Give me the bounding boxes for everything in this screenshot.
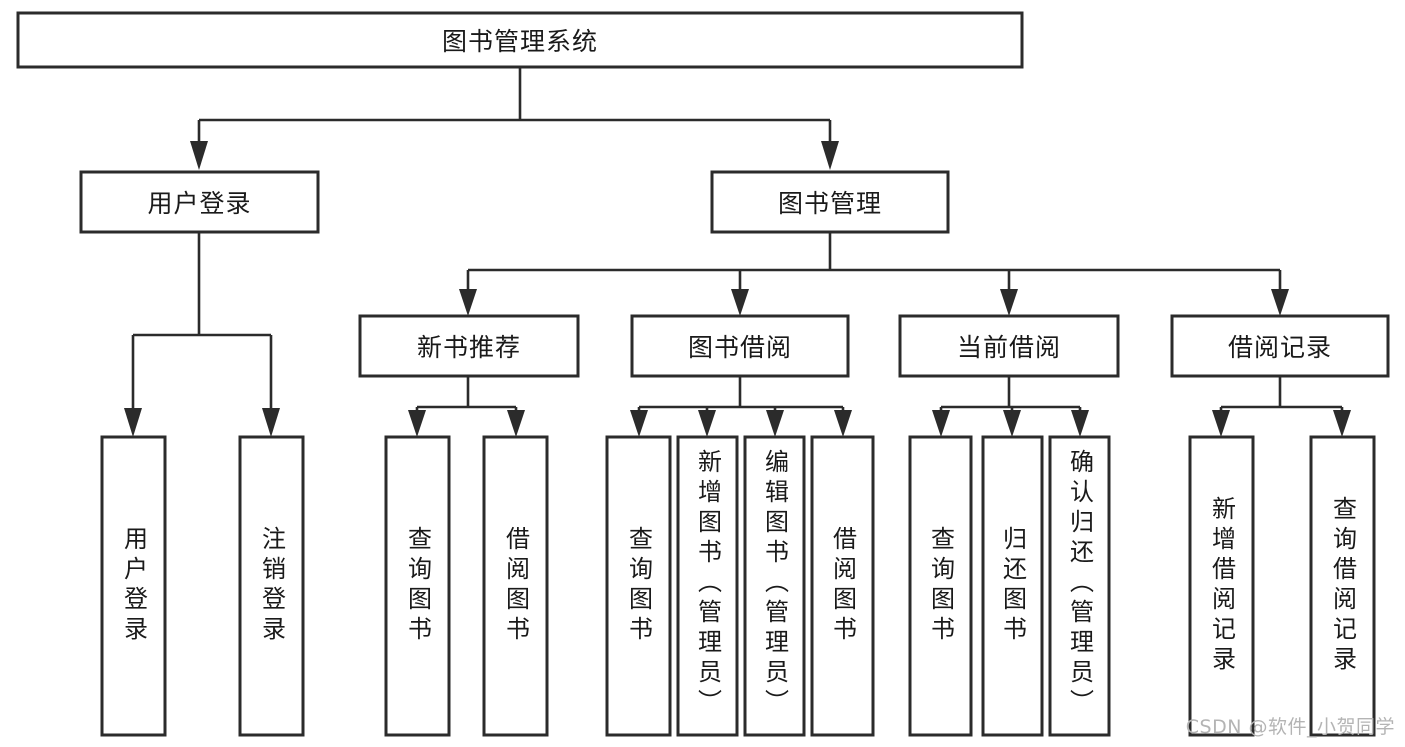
node-box-leaf-7[interactable]: [810, 435, 875, 737]
arrow-head-icon-re-search: [1333, 410, 1351, 437]
arrow-head-icon-bo-borrow: [834, 410, 852, 437]
arrow-head-icon-nb-borrow: [507, 410, 525, 437]
node-box-book-management[interactable]: [710, 170, 950, 234]
connector-group-book-mgmt: [459, 232, 1289, 316]
node-box-leaf-1[interactable]: [238, 435, 305, 737]
node-box-leaf-2[interactable]: [384, 435, 451, 737]
arrow-head-icon-cu-confirm: [1071, 410, 1089, 437]
node-box-leaf-8[interactable]: [908, 435, 973, 737]
arrow-head-icon-current: [1000, 289, 1018, 316]
arrow-head-icon-new-books: [459, 289, 477, 316]
connector-group-user-login: [124, 232, 280, 437]
arrow-head-icon-nb-search: [408, 410, 426, 437]
connector-group-borrow: [630, 376, 852, 437]
node-box-leaf-6[interactable]: [743, 435, 806, 737]
arrow-head-icon-records: [1271, 289, 1289, 316]
arrow-head-icon-user-login: [190, 141, 208, 170]
node-box-new-book-recommend[interactable]: [358, 314, 580, 378]
arrow-head-icon-borrow: [731, 289, 749, 316]
node-box-user-login[interactable]: [79, 170, 320, 234]
node-box-leaf-11[interactable]: [1188, 435, 1255, 737]
node-box-book-borrow[interactable]: [630, 314, 850, 378]
node-box-leaf-0[interactable]: [100, 435, 167, 737]
node-box-current-borrow[interactable]: [898, 314, 1120, 378]
connector-group-current: [932, 376, 1089, 437]
arrow-head-icon-leaf-user-login: [124, 408, 142, 437]
arrow-head-icon-cu-return: [1003, 410, 1021, 437]
arrow-head-icon-re-add: [1212, 410, 1230, 437]
connector-group-new-books: [408, 376, 525, 437]
arrow-head-icon-cu-search: [932, 410, 950, 437]
connector-group-root: [190, 67, 839, 170]
node-box-root[interactable]: [16, 11, 1024, 69]
node-box-borrow-records[interactable]: [1170, 314, 1390, 378]
arrow-head-icon-bo-search: [630, 410, 648, 437]
csdn-watermark: CSDN @软件_小贺同学: [1185, 716, 1395, 738]
node-box-leaf-10[interactable]: [1048, 435, 1111, 737]
arrow-head-icon-bo-edit: [766, 410, 784, 437]
node-box-leaf-4[interactable]: [605, 435, 672, 737]
arrow-head-icon-leaf-logout: [262, 408, 280, 437]
node-box-leaf-5[interactable]: [676, 435, 739, 737]
node-box-leaf-3[interactable]: [482, 435, 549, 737]
node-box-leaf-12[interactable]: [1309, 435, 1376, 737]
arrow-head-icon-bo-add: [698, 410, 716, 437]
node-box-leaf-9[interactable]: [981, 435, 1044, 737]
arrow-head-icon-book-mgmt: [821, 141, 839, 170]
connector-group-records: [1212, 376, 1351, 437]
